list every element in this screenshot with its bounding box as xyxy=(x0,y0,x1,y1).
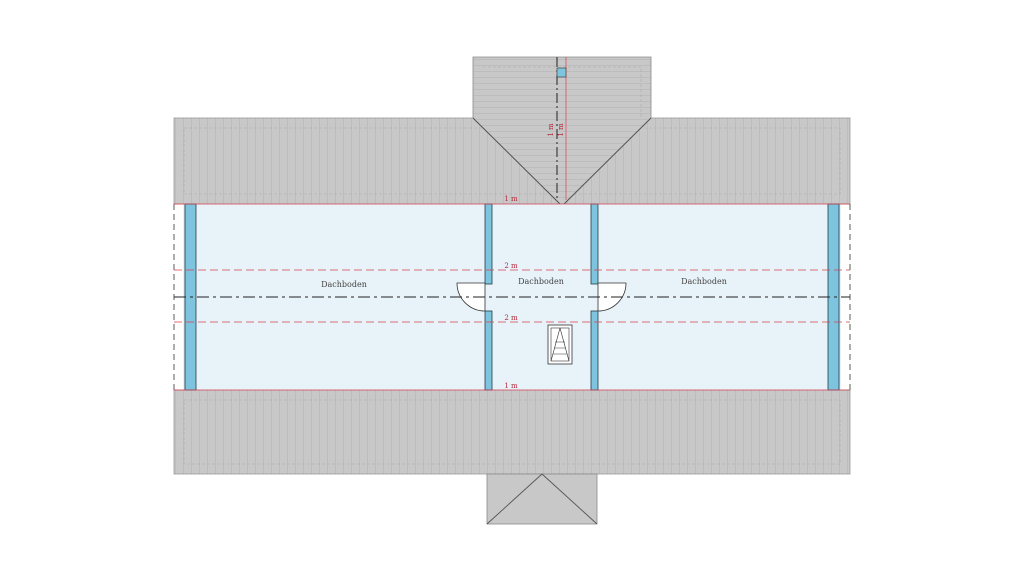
wall-inner-left-upper xyxy=(484,203,493,285)
attic-ladder-icon xyxy=(547,324,573,365)
roof-entrance-bottom xyxy=(486,473,598,525)
dim-label-top: 1 m xyxy=(504,195,518,203)
dim-label-upper-mid: 2 m xyxy=(504,262,518,270)
wall-inner-left-lower xyxy=(484,310,493,391)
dim-label-dormer-a: 1 m xyxy=(547,123,555,137)
dim-label-lower-mid: 2 m xyxy=(504,314,518,322)
room-label-left: Dachboden xyxy=(321,280,367,289)
roof-lower xyxy=(173,389,851,475)
room-label-center: Dachboden xyxy=(518,277,564,286)
dimension-lines xyxy=(174,203,850,391)
wall-inner-right-lower xyxy=(590,310,599,391)
dim-label-dormer-b: 1 m xyxy=(557,123,565,137)
door-left xyxy=(456,282,486,312)
wall-inner-right-upper xyxy=(590,203,599,285)
room-label-right: Dachboden xyxy=(681,277,727,286)
dim-label-bottom: 1 m xyxy=(504,382,518,390)
roof-dormer-top xyxy=(472,56,652,207)
